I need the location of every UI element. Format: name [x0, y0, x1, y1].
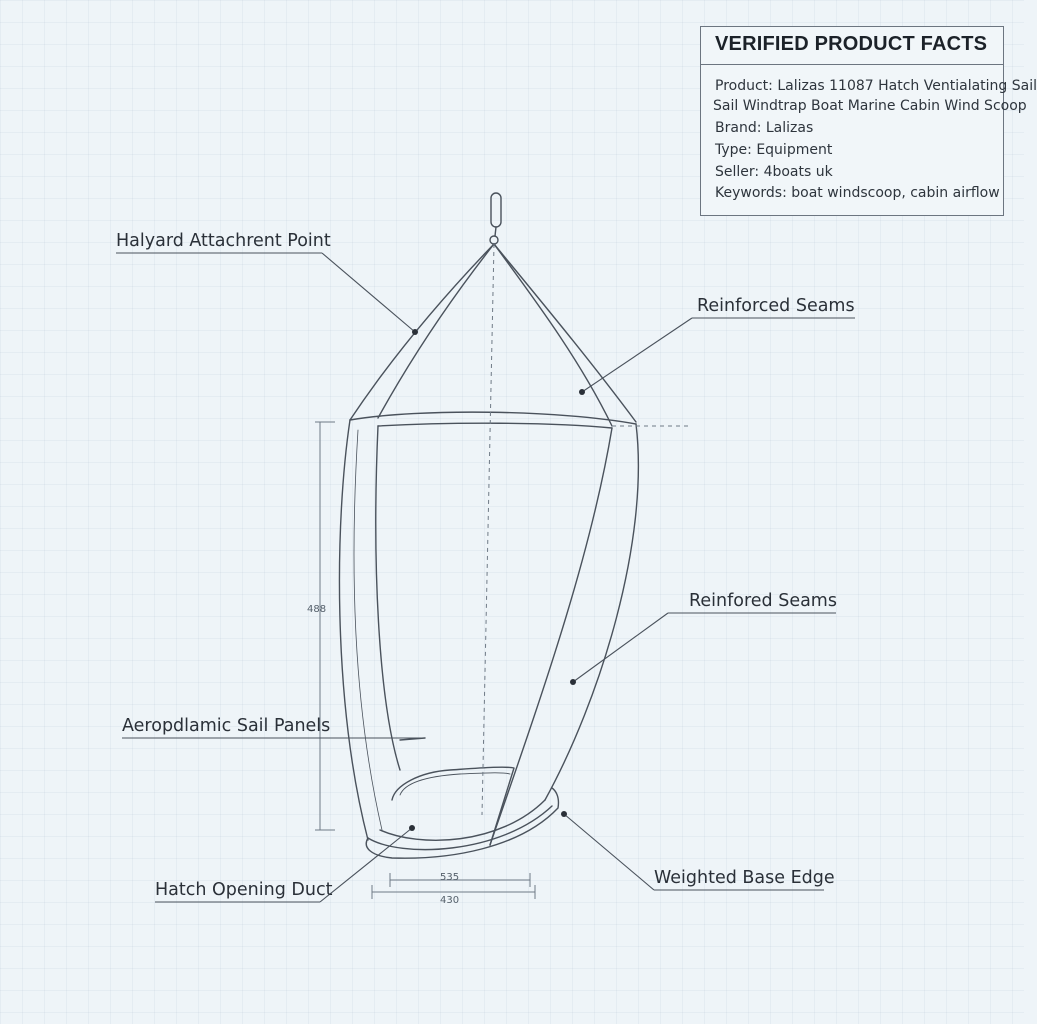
callout-weighted-base-edge: Weighted Base Edge	[654, 868, 835, 888]
fact-keywords: Keywords: boat windscoop, cabin airflow	[715, 185, 1000, 201]
callout-reinforced-seams-mid: Reinfored Seams	[689, 591, 837, 611]
sail-top-right-edge	[493, 243, 637, 423]
dimension-outer-width-label: 430	[440, 895, 460, 906]
halyard-grommet	[489, 235, 499, 245]
sail-top-left-edge	[349, 243, 495, 421]
fact-product-line-1: Product: Lalizas 11087 Hatch Ventialatin…	[715, 78, 1037, 94]
fact-seller: Seller: 4boats uk	[715, 164, 833, 180]
halyard-ring	[490, 192, 502, 228]
dimension-inner-width-label: 535	[440, 872, 460, 883]
callout-reinforced-seams-top: Reinforced Seams	[697, 296, 855, 316]
sail-left-panel-outer	[338, 419, 369, 841]
facts-panel-title: VERIFIED PRODUCT FACTS	[715, 33, 988, 55]
fact-brand: Brand: Lalizas	[715, 120, 814, 136]
sail-right-panel-inner	[489, 427, 613, 846]
callout-halyard-attachment-point: Halyard Attachrent Point	[116, 231, 331, 251]
fact-product-line-2: Sail Windtrap Boat Marine Cabin Wind Sco…	[713, 98, 1027, 114]
callout-hatch-opening-duct: Hatch Opening Duct	[155, 880, 333, 900]
facts-panel-divider	[701, 64, 1003, 65]
hatch-opening	[391, 766, 515, 846]
center-axis-line	[481, 243, 495, 816]
dimension-height-label: 488	[307, 604, 327, 615]
callout-sail-panels: Aeropdlamic Sail Panels	[122, 716, 331, 736]
sail-left-panel-inner	[375, 425, 401, 771]
verified-facts-panel: VERIFIED PRODUCT FACTS Product: Lalizas …	[700, 26, 1037, 216]
base-ring-outer	[367, 805, 553, 851]
sail-right-panel-outer	[544, 423, 640, 801]
fact-type: Type: Equipment	[715, 142, 833, 158]
sail-top-rim	[349, 411, 637, 425]
base-ring-inner	[379, 799, 546, 841]
